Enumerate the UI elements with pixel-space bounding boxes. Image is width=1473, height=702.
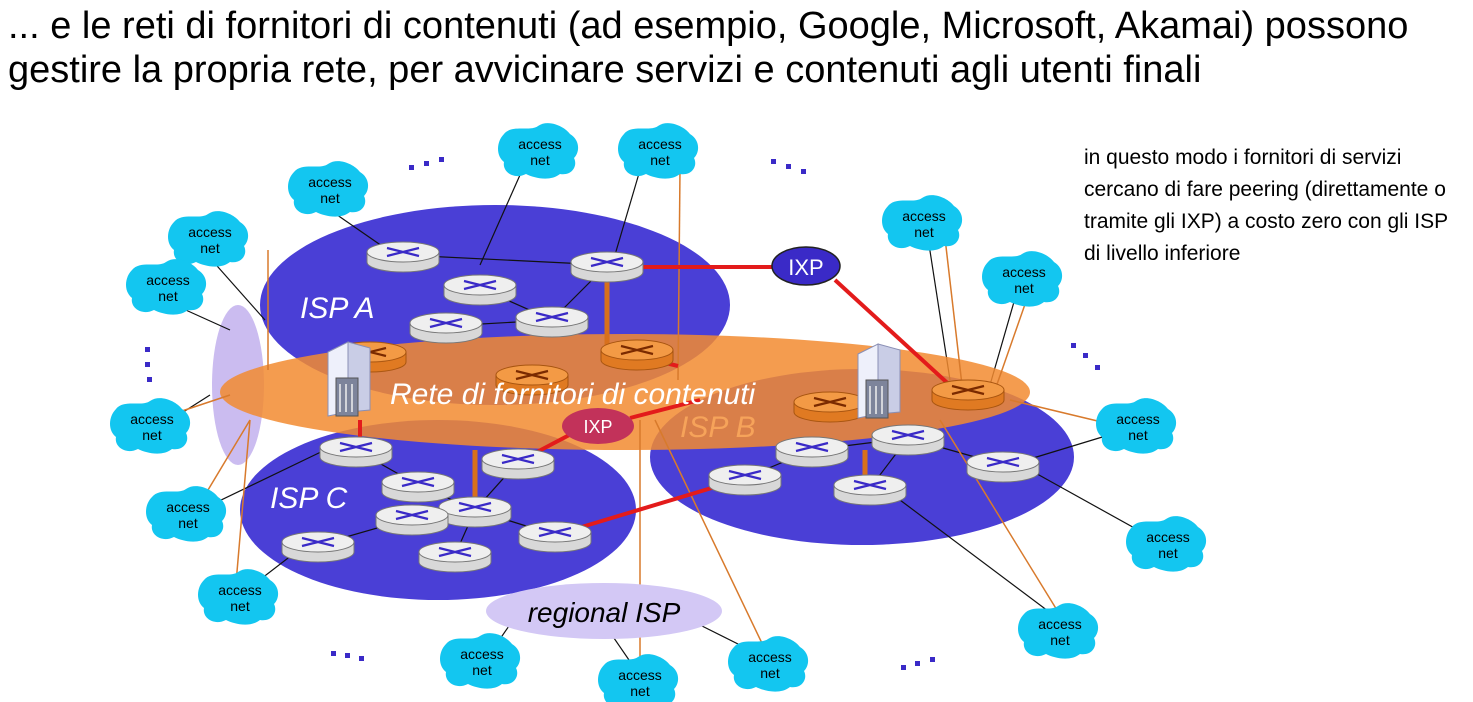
access-net-label-line2: net <box>200 240 220 256</box>
ellipsis-dot <box>771 159 776 164</box>
access-net-label-line2: net <box>1158 545 1178 561</box>
regional-isp-label: regional ISP <box>528 597 681 628</box>
access-net-label-line2: net <box>650 152 670 168</box>
access-net-label-line2: net <box>1014 280 1034 296</box>
access-net-clouds: accessnetaccessnetaccessnetaccessnetacce… <box>110 123 1207 702</box>
datacenter-left-icon <box>327 341 371 417</box>
ellipsis-dot <box>145 347 150 352</box>
access-net-label-line2: net <box>472 662 492 678</box>
access-net-label-line2: net <box>1128 427 1148 443</box>
side-note: in questo modo i fornitori di servizi ce… <box>1084 146 1448 265</box>
ixp-mid-label: IXP <box>583 417 612 437</box>
ellipsis-dot <box>930 657 935 662</box>
access-net-label-line2: net <box>630 683 650 699</box>
ellipsis-dot <box>331 651 336 656</box>
isp-a-label: ISP A <box>300 292 374 325</box>
access-net-label-line2: net <box>178 515 198 531</box>
access-net-label-line1: access <box>1146 529 1190 545</box>
access-net-label-line1: access <box>218 582 262 598</box>
access-net-label-line2: net <box>530 152 550 168</box>
access-net-label-line1: access <box>188 224 232 240</box>
isp-c-label: ISP C <box>270 482 348 515</box>
ellipsis-dot <box>786 164 791 169</box>
ellipsis-dot <box>359 656 364 661</box>
access-net-label-line1: access <box>146 272 190 288</box>
ellipsis-dot <box>1083 353 1088 358</box>
ellipsis-dot <box>409 165 414 170</box>
content-network-label: Rete di fornitori di contenuti <box>390 378 757 411</box>
access-net-label-line2: net <box>230 598 250 614</box>
regional-isp-region <box>486 583 722 639</box>
ellipsis-dot <box>424 161 429 166</box>
ellipsis-dot <box>915 661 920 666</box>
ixp-top-label: IXP <box>788 255 823 280</box>
access-net-label-line1: access <box>748 649 792 665</box>
access-net-label-line2: net <box>158 288 178 304</box>
ixp-mid-node <box>562 408 634 444</box>
access-net-label-line2: net <box>914 224 934 240</box>
access-net-label-line2: net <box>320 190 340 206</box>
access-net-label-line1: access <box>308 174 352 190</box>
ellipsis-dot <box>901 665 906 670</box>
access-net-label-line1: access <box>518 136 562 152</box>
access-net-label-line2: net <box>1050 632 1070 648</box>
access-net-label-line2: net <box>760 665 780 681</box>
access-net-label-line1: access <box>166 499 210 515</box>
access-net-label-line1: access <box>460 646 504 662</box>
ixp-top-node <box>771 246 841 286</box>
slide-title: ... e le reti di fornitori di contenuti … <box>8 5 1409 91</box>
ellipsis-dot <box>145 362 150 367</box>
access-net-label-line1: access <box>1038 616 1082 632</box>
access-net-label-line1: access <box>130 411 174 427</box>
isp-b-label: ISP B <box>680 411 756 444</box>
access-net-label-line2: net <box>142 427 162 443</box>
datacenter-right-icon <box>857 343 901 419</box>
access-net-label-line1: access <box>618 667 662 683</box>
ellipsis-dot <box>439 157 444 162</box>
access-net-label-line1: access <box>902 208 946 224</box>
ellipsis-dot <box>801 169 806 174</box>
ellipsis-dot <box>147 377 152 382</box>
access-net-label-line1: access <box>638 136 682 152</box>
ellipsis-dot <box>1071 343 1076 348</box>
ellipsis-markers <box>145 157 1100 670</box>
ellipsis-dot <box>1095 365 1100 370</box>
access-net-label-line1: access <box>1002 264 1046 280</box>
access-net-label-line1: access <box>1116 411 1160 427</box>
ellipsis-dot <box>345 653 350 658</box>
